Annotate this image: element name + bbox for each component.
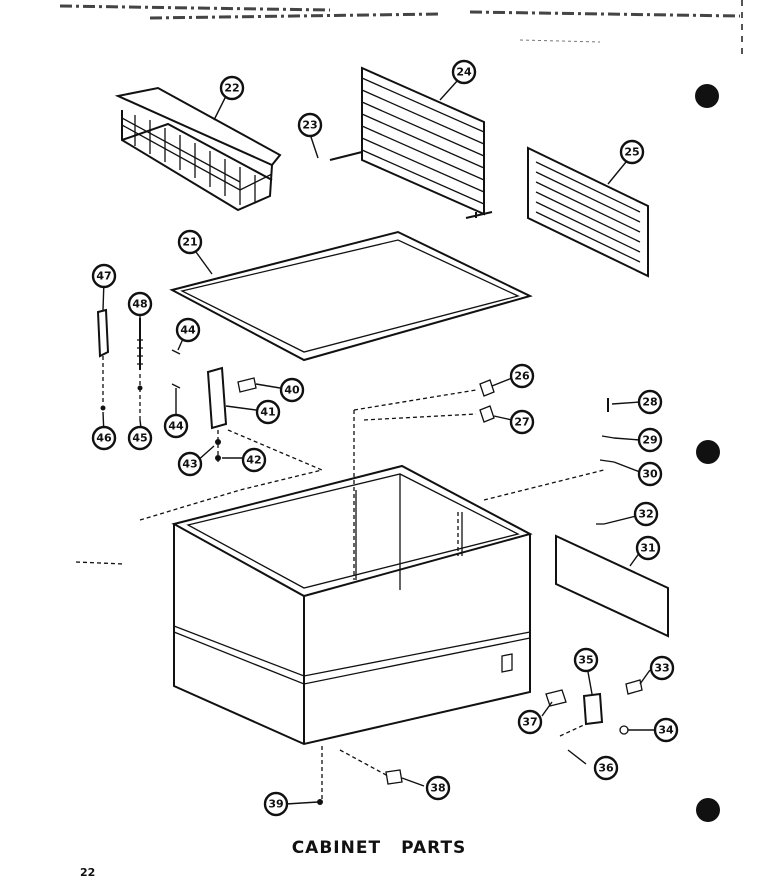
callout-31: 31 bbox=[635, 535, 661, 561]
title-word-1: CABINET bbox=[291, 838, 382, 858]
svg-text:39: 39 bbox=[268, 798, 283, 811]
callout-29: 29 bbox=[637, 427, 663, 453]
callout-48: 48 bbox=[127, 291, 153, 317]
svg-text:23: 23 bbox=[302, 119, 317, 132]
callout-40: 40 bbox=[279, 377, 305, 403]
svg-text:42: 42 bbox=[246, 454, 261, 467]
binding-hole-icon bbox=[696, 798, 720, 822]
callout-46: 46 bbox=[91, 425, 117, 451]
callout-26: 26 bbox=[509, 363, 535, 389]
binding-hole-icon bbox=[696, 440, 720, 464]
svg-text:28: 28 bbox=[642, 396, 657, 409]
svg-text:26: 26 bbox=[514, 370, 530, 383]
lid-gasket bbox=[169, 230, 533, 362]
page-number: 22 bbox=[80, 866, 96, 879]
svg-text:32: 32 bbox=[638, 508, 653, 521]
callout-44-upper: 44 bbox=[175, 317, 201, 343]
callout-45: 45 bbox=[127, 425, 153, 451]
callout-30: 30 bbox=[637, 461, 663, 487]
svg-text:36: 36 bbox=[598, 762, 614, 775]
callout-28: 28 bbox=[637, 389, 663, 415]
binding-hole-icon bbox=[695, 84, 719, 108]
hinge-bracket bbox=[171, 349, 257, 462]
callout-39: 39 bbox=[263, 791, 289, 817]
callout-44-lower: 44 bbox=[163, 413, 189, 439]
svg-text:21: 21 bbox=[182, 236, 197, 249]
small-hardware bbox=[317, 379, 643, 805]
hinge-strip-parts bbox=[96, 308, 143, 420]
divider-panel bbox=[329, 66, 493, 219]
callout-43: 43 bbox=[177, 451, 203, 477]
svg-text:29: 29 bbox=[642, 434, 657, 447]
svg-text:40: 40 bbox=[284, 384, 300, 397]
callout-23: 23 bbox=[297, 112, 323, 138]
callout-47: 47 bbox=[91, 263, 117, 289]
svg-text:37: 37 bbox=[522, 716, 537, 729]
callout-34: 34 bbox=[653, 717, 679, 743]
callout-leaders bbox=[102, 79, 656, 805]
svg-text:31: 31 bbox=[640, 542, 655, 555]
callout-32: 32 bbox=[633, 501, 659, 527]
grille-panel bbox=[527, 146, 649, 278]
svg-text:48: 48 bbox=[132, 298, 147, 311]
svg-text:45: 45 bbox=[132, 432, 147, 445]
callout-25: 25 bbox=[619, 139, 645, 165]
svg-text:47: 47 bbox=[96, 270, 111, 283]
svg-text:27: 27 bbox=[514, 416, 529, 429]
callout-35: 35 bbox=[573, 647, 599, 673]
svg-text:44: 44 bbox=[180, 324, 196, 337]
callout-33: 33 bbox=[649, 655, 675, 681]
svg-text:30: 30 bbox=[642, 468, 658, 481]
assembly-leader-lines bbox=[75, 389, 605, 800]
svg-text:41: 41 bbox=[260, 406, 275, 419]
callout-37: 37 bbox=[517, 709, 543, 735]
callout-27: 27 bbox=[509, 409, 535, 435]
callout-38: 38 bbox=[425, 775, 451, 801]
callout-22: 22 bbox=[219, 75, 245, 101]
callout-21: 21 bbox=[177, 229, 203, 255]
svg-text:44: 44 bbox=[168, 420, 184, 433]
callout-41: 41 bbox=[255, 399, 281, 425]
callout-24: 24 bbox=[451, 59, 477, 85]
svg-text:38: 38 bbox=[430, 782, 445, 795]
diagram-title: CABINET PARTS bbox=[0, 838, 758, 858]
svg-text:24: 24 bbox=[456, 66, 472, 79]
callout-42: 42 bbox=[241, 447, 267, 473]
svg-text:46: 46 bbox=[96, 432, 112, 445]
cabinet-body bbox=[171, 464, 533, 746]
svg-text:34: 34 bbox=[658, 724, 674, 737]
svg-text:43: 43 bbox=[182, 458, 197, 471]
kick-plate bbox=[555, 534, 669, 638]
svg-text:22: 22 bbox=[224, 82, 239, 95]
scan-edge-noise bbox=[59, 0, 743, 60]
wire-basket bbox=[114, 86, 282, 212]
svg-text:35: 35 bbox=[578, 654, 593, 667]
title-word-2: PARTS bbox=[401, 838, 467, 858]
svg-text:33: 33 bbox=[654, 662, 669, 675]
svg-text:25: 25 bbox=[624, 146, 639, 159]
callout-36: 36 bbox=[593, 755, 619, 781]
